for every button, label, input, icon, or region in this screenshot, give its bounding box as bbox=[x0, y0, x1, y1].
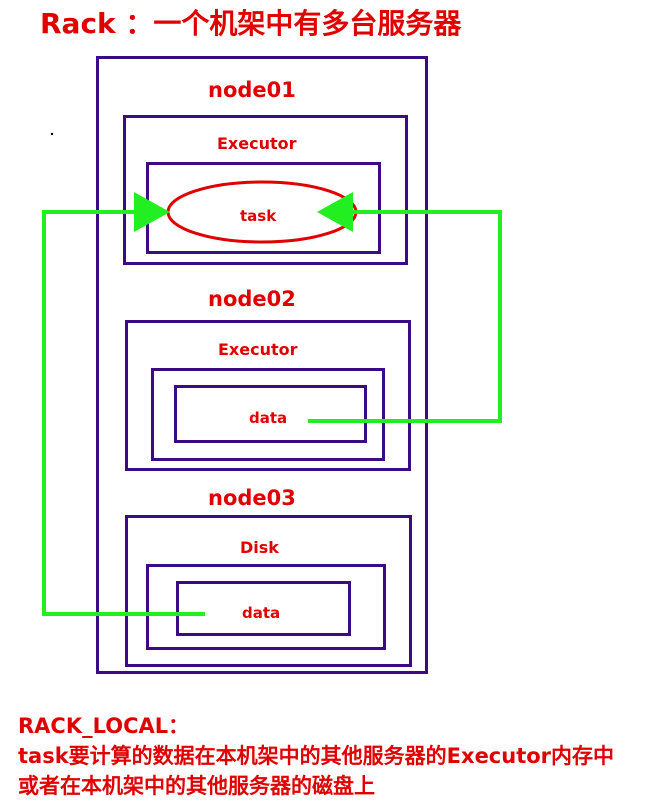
arrow-from-node03-data bbox=[42, 192, 205, 616]
node03-data-box bbox=[176, 581, 351, 636]
node01-executor-label: Executor bbox=[217, 134, 297, 153]
node01-executor-box bbox=[123, 115, 408, 265]
node02-executor-label: Executor bbox=[218, 340, 298, 359]
stray-dot bbox=[50, 132, 54, 136]
node02-data-box bbox=[174, 385, 367, 443]
footer-line2: 或者在本机架中的其他服务器的磁盘上 bbox=[18, 774, 375, 798]
node03-label: node03 bbox=[208, 486, 296, 510]
node02-label: node02 bbox=[208, 287, 296, 311]
task-label: task bbox=[240, 207, 277, 225]
node03-disk-box bbox=[125, 515, 412, 667]
node01-label: node01 bbox=[208, 78, 296, 102]
node03-data-label: data bbox=[242, 604, 281, 622]
arrow-from-node02-data bbox=[308, 192, 502, 423]
node02-outer-inner-box bbox=[151, 368, 385, 461]
node03-outer-inner-box bbox=[146, 564, 386, 650]
node02-executor-box bbox=[125, 320, 411, 471]
diagram-title: Rack ：一个机架中有多台服务器 bbox=[40, 7, 462, 40]
footer-line1: task要计算的数据在本机架中的其他服务器的Executor内存中 bbox=[18, 744, 615, 768]
rack-box bbox=[96, 56, 428, 674]
node02-data-label: data bbox=[249, 409, 288, 427]
node03-disk-label: Disk bbox=[240, 538, 279, 557]
footer-heading: RACK_LOCAL： bbox=[18, 714, 190, 738]
